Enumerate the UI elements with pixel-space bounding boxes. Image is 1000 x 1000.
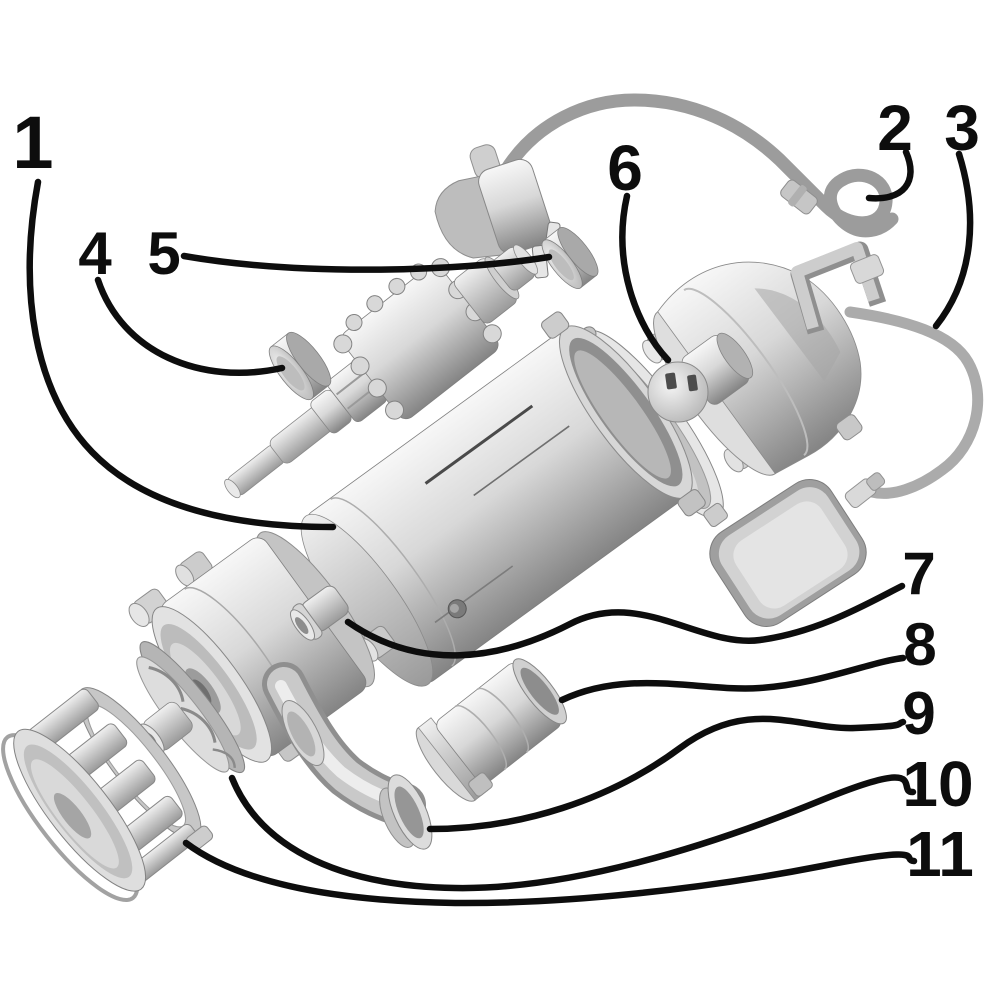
leader-lines xyxy=(26,148,974,907)
callout-7: 7 xyxy=(902,540,935,607)
cable-gland-block xyxy=(849,254,885,284)
float-switch-cable xyxy=(844,306,984,499)
capacitor-slots xyxy=(665,372,698,392)
callout-5: 5 xyxy=(147,220,180,287)
callout-11: 11 xyxy=(906,818,974,890)
capacitor xyxy=(647,332,754,423)
callout-4: 4 xyxy=(78,220,112,287)
volute-outlet-nipple xyxy=(289,585,349,641)
rear-bearing-disc xyxy=(541,227,599,289)
callout-6: 6 xyxy=(607,132,643,204)
callout-9: 9 xyxy=(902,680,935,747)
leader-line-11 xyxy=(182,839,918,907)
hose-coupling xyxy=(415,658,567,802)
callout-8: 8 xyxy=(903,611,936,678)
float-stem xyxy=(844,472,886,509)
callout-10: 10 xyxy=(902,748,973,820)
callout-labels: 1 2 3 4 5 6 7 8 9 10 11 xyxy=(12,92,979,890)
callout-3: 3 xyxy=(944,92,980,164)
rotor-assembly xyxy=(224,244,539,499)
leader-line-5 xyxy=(180,252,553,273)
elbow-outlet-flange xyxy=(379,774,433,850)
impeller xyxy=(136,641,246,774)
discharge-elbow xyxy=(262,662,433,850)
leader-line-9 xyxy=(426,715,907,833)
leader-line-3 xyxy=(932,150,974,330)
leader-line-6 xyxy=(619,192,672,364)
leader-line-4 xyxy=(94,276,286,376)
leader-line-2 xyxy=(865,148,914,202)
carry-handle xyxy=(790,241,887,335)
leader-line-10 xyxy=(228,774,917,892)
elbow-upper-flange xyxy=(281,700,325,766)
power-cord xyxy=(499,93,899,238)
leader-line-8 xyxy=(558,654,907,704)
callout-2: 2 xyxy=(877,92,913,164)
front-bearing-disc xyxy=(268,331,332,401)
strainer-base xyxy=(1,687,214,903)
leader-line-1 xyxy=(26,178,337,531)
leader-line-7 xyxy=(344,582,906,659)
float-switch xyxy=(709,472,886,627)
cord-grommet xyxy=(780,179,818,215)
callout-1: 1 xyxy=(12,101,53,184)
